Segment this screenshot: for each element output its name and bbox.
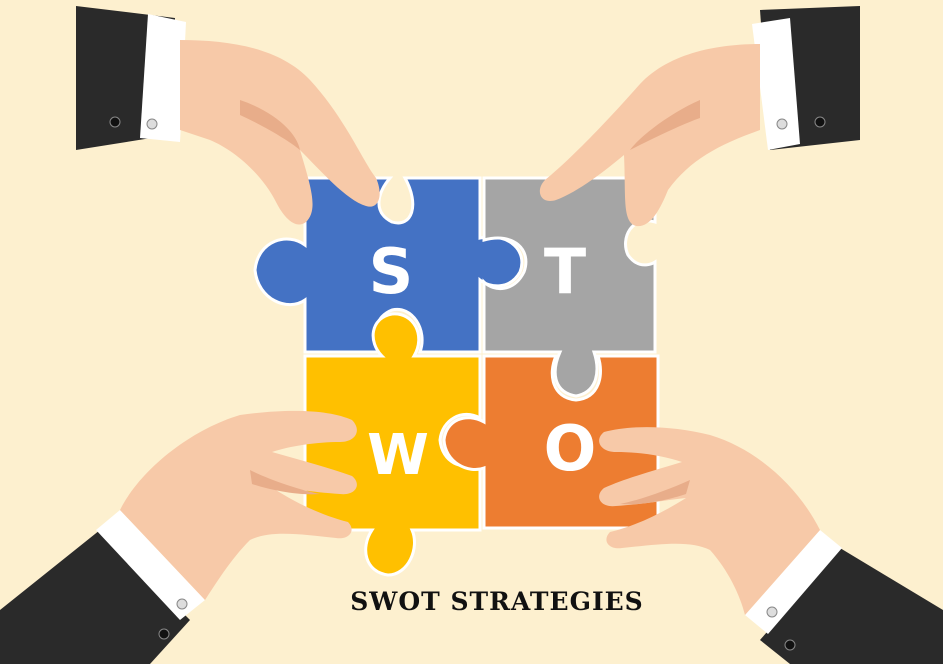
hand-bottom-right (599, 427, 943, 664)
puzzle-piece-s (253, 176, 524, 354)
hands (0, 6, 943, 664)
piece-letter-w: W (367, 423, 429, 488)
piece-letter-t: T (544, 235, 586, 308)
piece-letter-s: S (369, 235, 414, 308)
puzzle-piece-t (482, 176, 657, 398)
hand-bottom-left (0, 410, 357, 664)
hand-top-right (539, 6, 860, 227)
puzzle-piece-w (303, 312, 482, 577)
puzzle (253, 176, 660, 577)
caption-title: SWOT STRATEGIES (350, 587, 644, 616)
hand-top-left (76, 6, 380, 225)
piece-letter-o: O (544, 412, 597, 485)
